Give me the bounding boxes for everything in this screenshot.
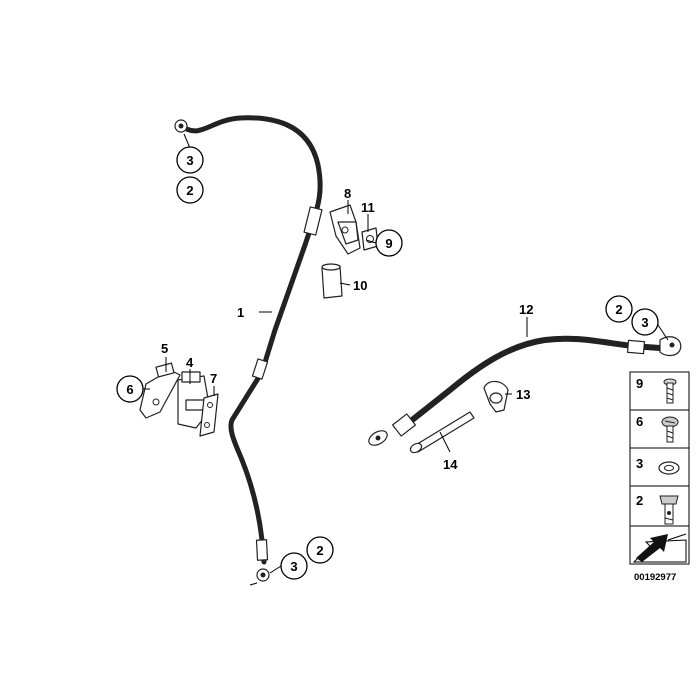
bracket-8 xyxy=(329,204,361,255)
diagram-reference-number: 00192977 xyxy=(634,572,676,583)
callout-circle-2-top: 2 xyxy=(176,176,204,204)
leader-lines xyxy=(143,133,669,574)
callout-9-text: 9 xyxy=(385,236,392,251)
callout-circle-9: 9 xyxy=(375,229,403,257)
callout-circle-2-bottom: 2 xyxy=(306,536,334,564)
callout-circle-3-top: 3 xyxy=(176,146,204,174)
cable-tie-14 xyxy=(409,411,475,454)
label-part-12: 12 xyxy=(519,302,533,317)
brake-hose-1 xyxy=(174,115,323,586)
brake-hose-12 xyxy=(368,335,682,446)
label-part-14: 14 xyxy=(443,457,458,472)
label-part-10: 10 xyxy=(353,278,367,293)
callout-circle-2-right: 2 xyxy=(605,295,633,323)
callout-3-bottom-text: 3 xyxy=(290,559,297,574)
bolt-icon xyxy=(663,378,677,404)
label-part-7: 7 xyxy=(210,371,217,386)
label-part-13: 13 xyxy=(516,387,530,402)
callout-3-right-text: 3 xyxy=(641,315,648,330)
washer-icon xyxy=(658,461,680,475)
callout-2-top-text: 2 xyxy=(186,183,193,198)
plate-7 xyxy=(199,393,219,437)
label-part-11: 11 xyxy=(361,200,375,215)
clamp-5 xyxy=(139,362,181,419)
clip-11 xyxy=(361,227,379,251)
sleeve-10 xyxy=(321,263,343,299)
clip-13 xyxy=(483,380,509,413)
label-part-8: 8 xyxy=(344,186,351,201)
callout-3-top-text: 3 xyxy=(186,153,193,168)
label-part-4: 4 xyxy=(186,355,194,370)
legend-number-9: 9 xyxy=(636,376,643,391)
callout-6-text: 6 xyxy=(126,382,133,397)
callout-circle-3-bottom: 3 xyxy=(280,552,308,580)
fastener-legend: 9 6 3 2 xyxy=(629,371,690,565)
banjo-bolt-icon xyxy=(659,495,679,525)
diagram-direction-icon xyxy=(632,533,687,563)
label-part-5: 5 xyxy=(161,341,168,356)
legend-number-3: 3 xyxy=(636,456,643,471)
legend-number-2: 2 xyxy=(636,493,643,508)
legend-number-6: 6 xyxy=(636,414,643,429)
callout-2-right-text: 2 xyxy=(615,302,622,317)
callout-circle-6: 6 xyxy=(116,375,144,403)
callout-2-bottom-text: 2 xyxy=(316,543,323,558)
pan-head-screw-icon xyxy=(661,416,679,443)
label-part-1: 1 xyxy=(237,305,244,320)
callout-circle-3-right: 3 xyxy=(631,308,659,336)
